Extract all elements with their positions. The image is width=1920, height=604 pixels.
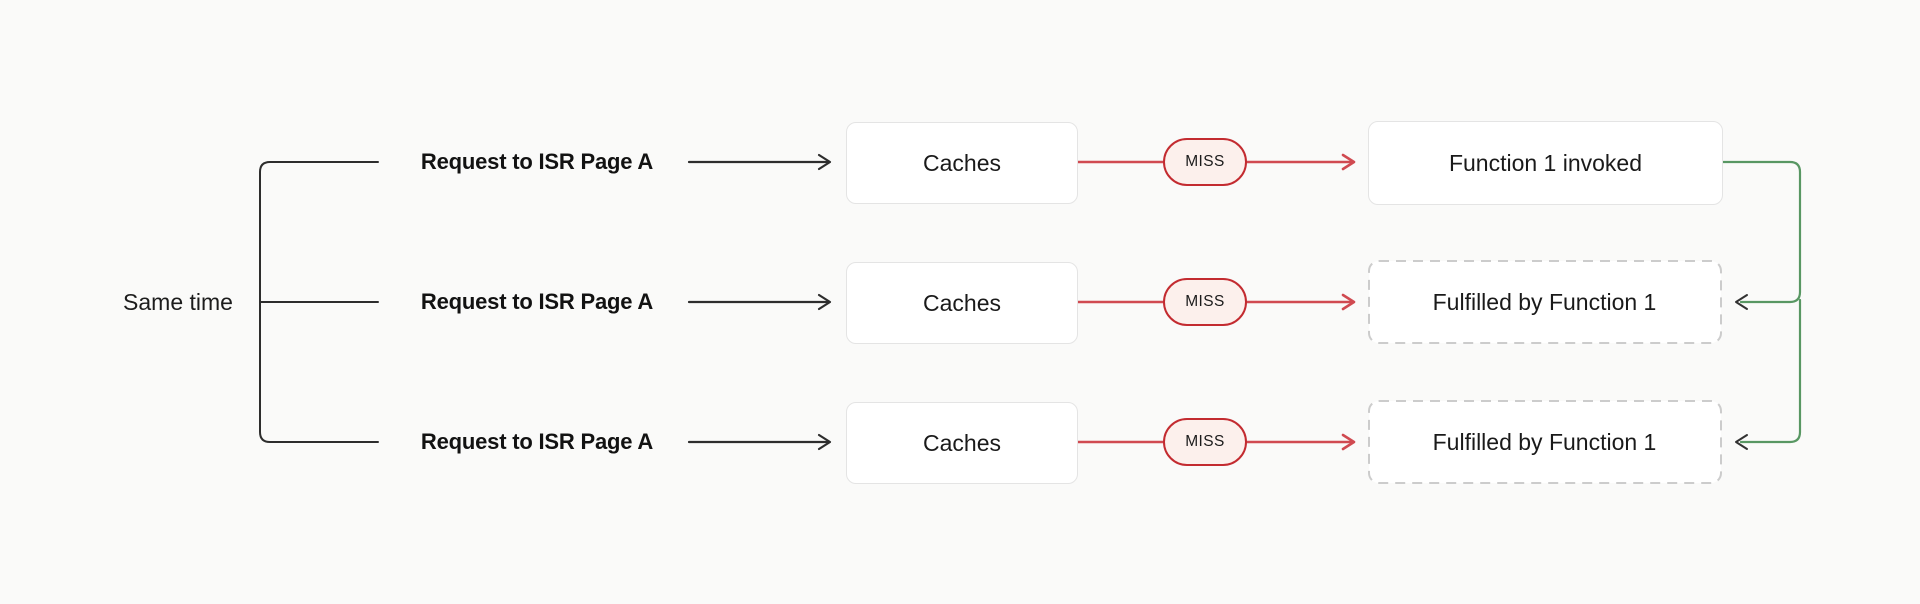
arrow-left-icon: [1735, 294, 1748, 450]
arrow-right-icon: [817, 153, 832, 171]
miss-badge: MISS: [1163, 278, 1247, 326]
fulfilled-box: [1368, 260, 1722, 344]
miss-badge-label: MISS: [1185, 433, 1225, 450]
arrow-right-icon: [817, 293, 832, 311]
same-time-bracket: [259, 161, 379, 443]
caches-label: Caches: [923, 429, 1001, 456]
caches-label: Caches: [923, 289, 1001, 316]
request-label: Request to ISR Page A: [420, 289, 654, 314]
miss-badge-label: MISS: [1185, 153, 1225, 170]
arrow-right-icon: [817, 433, 832, 451]
caches-box: Caches: [846, 402, 1078, 484]
same-time-label: Same time: [123, 288, 233, 315]
caches-label: Caches: [923, 149, 1001, 176]
request-label: Request to ISR Page A: [420, 149, 654, 174]
arrow-right-icon: [1341, 153, 1356, 171]
fulfilled-box-label: Fulfilled by Function 1: [1368, 261, 1721, 343]
request-label: Request to ISR Page A: [420, 429, 654, 454]
miss-badge: MISS: [1163, 138, 1247, 186]
caches-box: Caches: [846, 262, 1078, 344]
miss-badge: MISS: [1163, 418, 1247, 466]
fulfilled-box: [1368, 400, 1722, 484]
fulfilled-label: Fulfilled by Function 1: [1432, 288, 1657, 315]
function-return-connector: [1720, 160, 1802, 444]
arrow-right-icon: [1341, 293, 1356, 311]
miss-badge-label: MISS: [1185, 293, 1225, 310]
fulfilled-box-label: Fulfilled by Function 1: [1368, 401, 1721, 483]
function-invoked-label: Function 1 invoked: [1448, 149, 1643, 176]
arrow-right-icon: [1341, 433, 1356, 451]
caches-box: Caches: [846, 122, 1078, 204]
fulfilled-label: Fulfilled by Function 1: [1432, 428, 1657, 455]
request-to-cache-arrow: [687, 153, 832, 451]
function-invoked-box: Function 1 invoked: [1368, 121, 1723, 205]
